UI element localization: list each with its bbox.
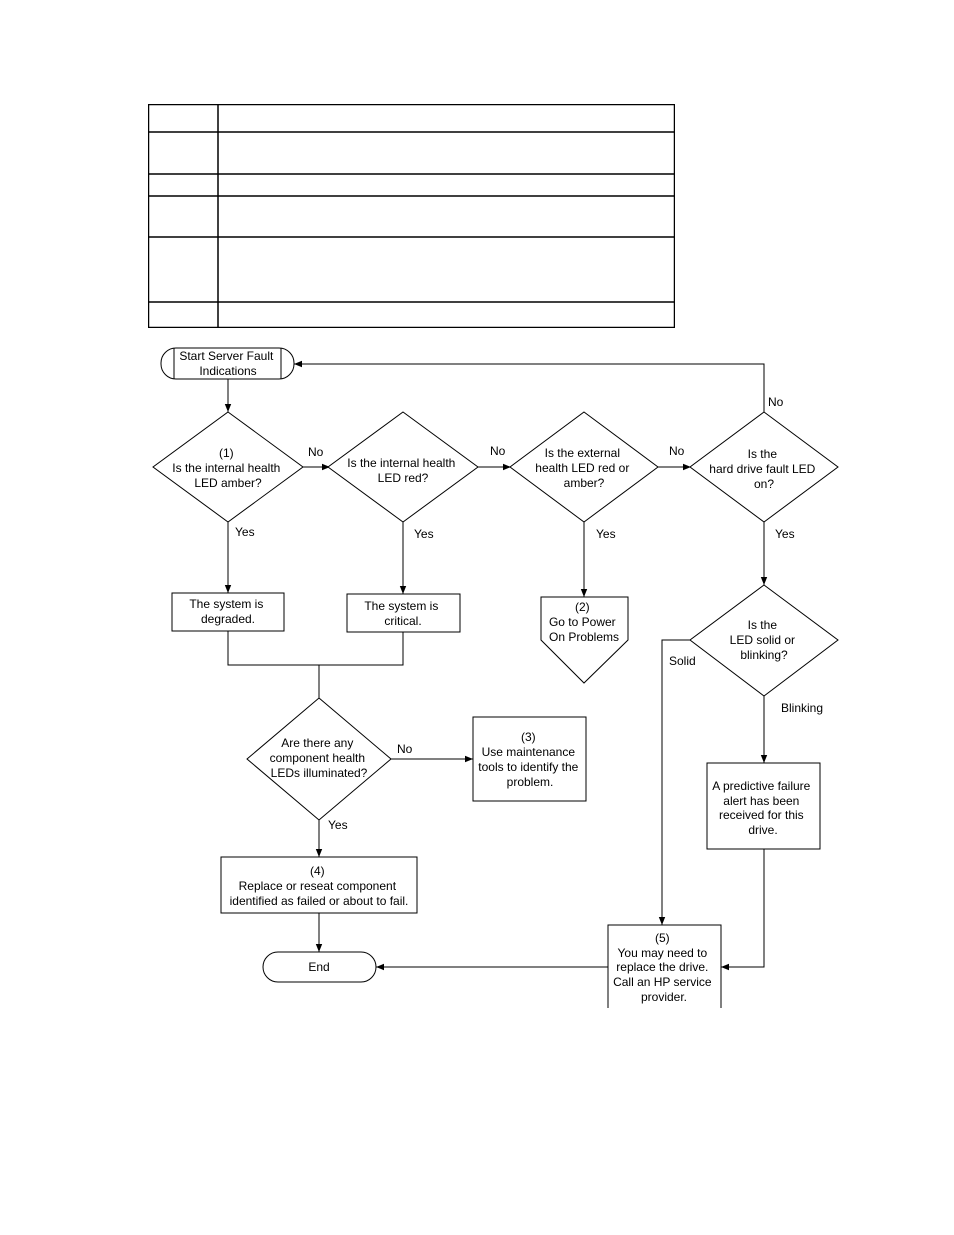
q2-line-1: Is the internal health xyxy=(347,456,455,470)
replace-drive-line-2: You may need to xyxy=(618,946,708,960)
end-terminator: End xyxy=(262,951,377,983)
process-replace-component: (4) Replace or reseat component identifi… xyxy=(220,856,418,914)
label-q6-no: No xyxy=(397,742,413,756)
svg-text:(2) Go to Power On: (2) Go to Power On Problems xyxy=(549,600,619,644)
replace-drive-line-1: (5) xyxy=(655,931,670,945)
replace-drive-line-4: Call an HP service xyxy=(613,975,712,989)
q1-line-2: Is the internal health xyxy=(172,461,280,475)
maintenance-line-3: tools to identify the xyxy=(478,760,578,774)
q6-line-3: LEDs illuminated? xyxy=(271,766,368,780)
edge-labels: No No No No Yes Yes Yes Yes Solid Blinki… xyxy=(235,395,823,832)
q3-line-3: amber? xyxy=(564,476,605,490)
q3-line-1: Is the external xyxy=(545,446,620,460)
svg-text:The system is critical.: The system is critical. xyxy=(364,599,441,628)
q1-line-3: LED amber? xyxy=(194,476,262,490)
svg-text:(5) You may need to: (5) You may need to replace the drive. C… xyxy=(613,931,715,1004)
svg-text:A predictive failure ale: A predictive failure alert has been rece… xyxy=(712,779,813,837)
decision-internal-amber: (1) Is the internal health LED amber? xyxy=(152,411,304,523)
predictive-line-3: received for this xyxy=(719,808,804,822)
replace-component-line-1: (4) xyxy=(310,864,325,878)
legend-table xyxy=(148,104,675,328)
predictive-line-1: A predictive failure xyxy=(712,779,810,793)
process-replace-drive: (5) You may need to replace the drive. C… xyxy=(607,924,722,1008)
maintenance-line-1: (3) xyxy=(521,730,536,744)
q4-line-2: hard drive fault LED xyxy=(709,462,815,476)
q1-line-1: (1) xyxy=(219,446,234,460)
decision-led-solid-blinking: Is the LED solid or blinking? xyxy=(689,584,839,697)
label-q2-no: No xyxy=(490,444,506,458)
svg-text:Is the internal health L: Is the internal health LED red? xyxy=(347,456,458,485)
power-line-3: On Problems xyxy=(549,630,619,644)
q2-line-2: LED red? xyxy=(378,471,429,485)
decision-hard-drive-fault: Is the hard drive fault LED on? xyxy=(689,411,839,523)
label-q4-yes: Yes xyxy=(775,527,795,541)
start-terminator: Start Server Fault Indications xyxy=(160,347,295,380)
predictive-line-4: drive. xyxy=(748,823,777,837)
maintenance-line-4: problem. xyxy=(507,775,554,789)
degraded-line-2: degraded. xyxy=(201,612,255,626)
label-solid: Solid xyxy=(669,654,696,668)
process-predictive-failure: A predictive failure alert has been rece… xyxy=(706,762,821,850)
maintenance-line-2: Use maintenance xyxy=(482,745,576,759)
label-q3-yes: Yes xyxy=(596,527,616,541)
critical-line-1: The system is xyxy=(364,599,438,613)
critical-line-2: critical. xyxy=(384,614,421,628)
label-q1-no: No xyxy=(308,445,324,459)
replace-drive-line-3: replace the drive. xyxy=(616,960,708,974)
label-q1-yes: Yes xyxy=(235,525,255,539)
q6-line-1: Are there any xyxy=(281,736,353,750)
offpage-power-problems: (2) Go to Power On Problems xyxy=(540,596,629,684)
q6-line-2: component health xyxy=(270,751,365,765)
label-q6-yes: Yes xyxy=(328,818,348,832)
decision-internal-red: Is the internal health LED red? xyxy=(327,411,479,523)
connectors xyxy=(224,360,768,971)
replace-component-line-3: identified as failed or about to fail. xyxy=(230,894,409,908)
degraded-line-1: The system is xyxy=(189,597,263,611)
svg-text:Is the LED solid or: Is the LED solid or blinking? xyxy=(730,618,799,662)
q5-line-2: LED solid or xyxy=(730,633,795,647)
process-degraded: The system is degraded. xyxy=(171,592,285,632)
label-blinking: Blinking xyxy=(781,701,823,715)
svg-text:(4) Replace or reseat co: (4) Replace or reseat component identifi… xyxy=(230,864,409,908)
q5-line-3: blinking? xyxy=(740,648,788,662)
svg-text:(1) Is the internal heal: (1) Is the internal health LED amber? xyxy=(172,446,283,490)
label-q4-no: No xyxy=(768,395,784,409)
svg-text:Start Server Fault Indic: Start Server Fault Indications xyxy=(179,349,276,378)
q5-line-1: Is the xyxy=(748,618,778,632)
replace-component-line-2: Replace or reseat component xyxy=(239,879,397,893)
q4-line-3: on? xyxy=(754,477,774,491)
svg-text:The system is degraded.: The system is degraded. xyxy=(189,597,266,626)
power-line-1: (2) xyxy=(575,600,590,614)
q3-line-2: health LED red or xyxy=(535,461,629,475)
end-label: End xyxy=(308,960,329,974)
predictive-line-2: alert has been xyxy=(723,794,799,808)
svg-text:Is the external health L: Is the external health LED red or amber? xyxy=(535,446,632,490)
svg-text:(3) Use maintenance: (3) Use maintenance tools to identify th… xyxy=(478,730,581,789)
process-critical: The system is critical. xyxy=(346,593,461,633)
svg-text:Are there any component: Are there any component health LEDs illu… xyxy=(270,736,369,780)
replace-drive-line-5: provider. xyxy=(641,990,687,1004)
label-q3-no: No xyxy=(669,444,685,458)
decision-component-leds: Are there any component health LEDs illu… xyxy=(246,697,392,821)
power-line-2: Go to Power xyxy=(549,615,616,629)
svg-text:Is the hard drive fault: Is the hard drive fault LED on? xyxy=(709,447,818,491)
process-maintenance-tools: (3) Use maintenance tools to identify th… xyxy=(472,716,587,802)
decision-external-health: Is the external health LED red or amber? xyxy=(509,411,659,523)
q4-line-1: Is the xyxy=(748,447,778,461)
start-line-1: Start Server Fault xyxy=(179,349,274,363)
label-q2-yes: Yes xyxy=(414,527,434,541)
start-line-2: Indications xyxy=(199,364,256,378)
